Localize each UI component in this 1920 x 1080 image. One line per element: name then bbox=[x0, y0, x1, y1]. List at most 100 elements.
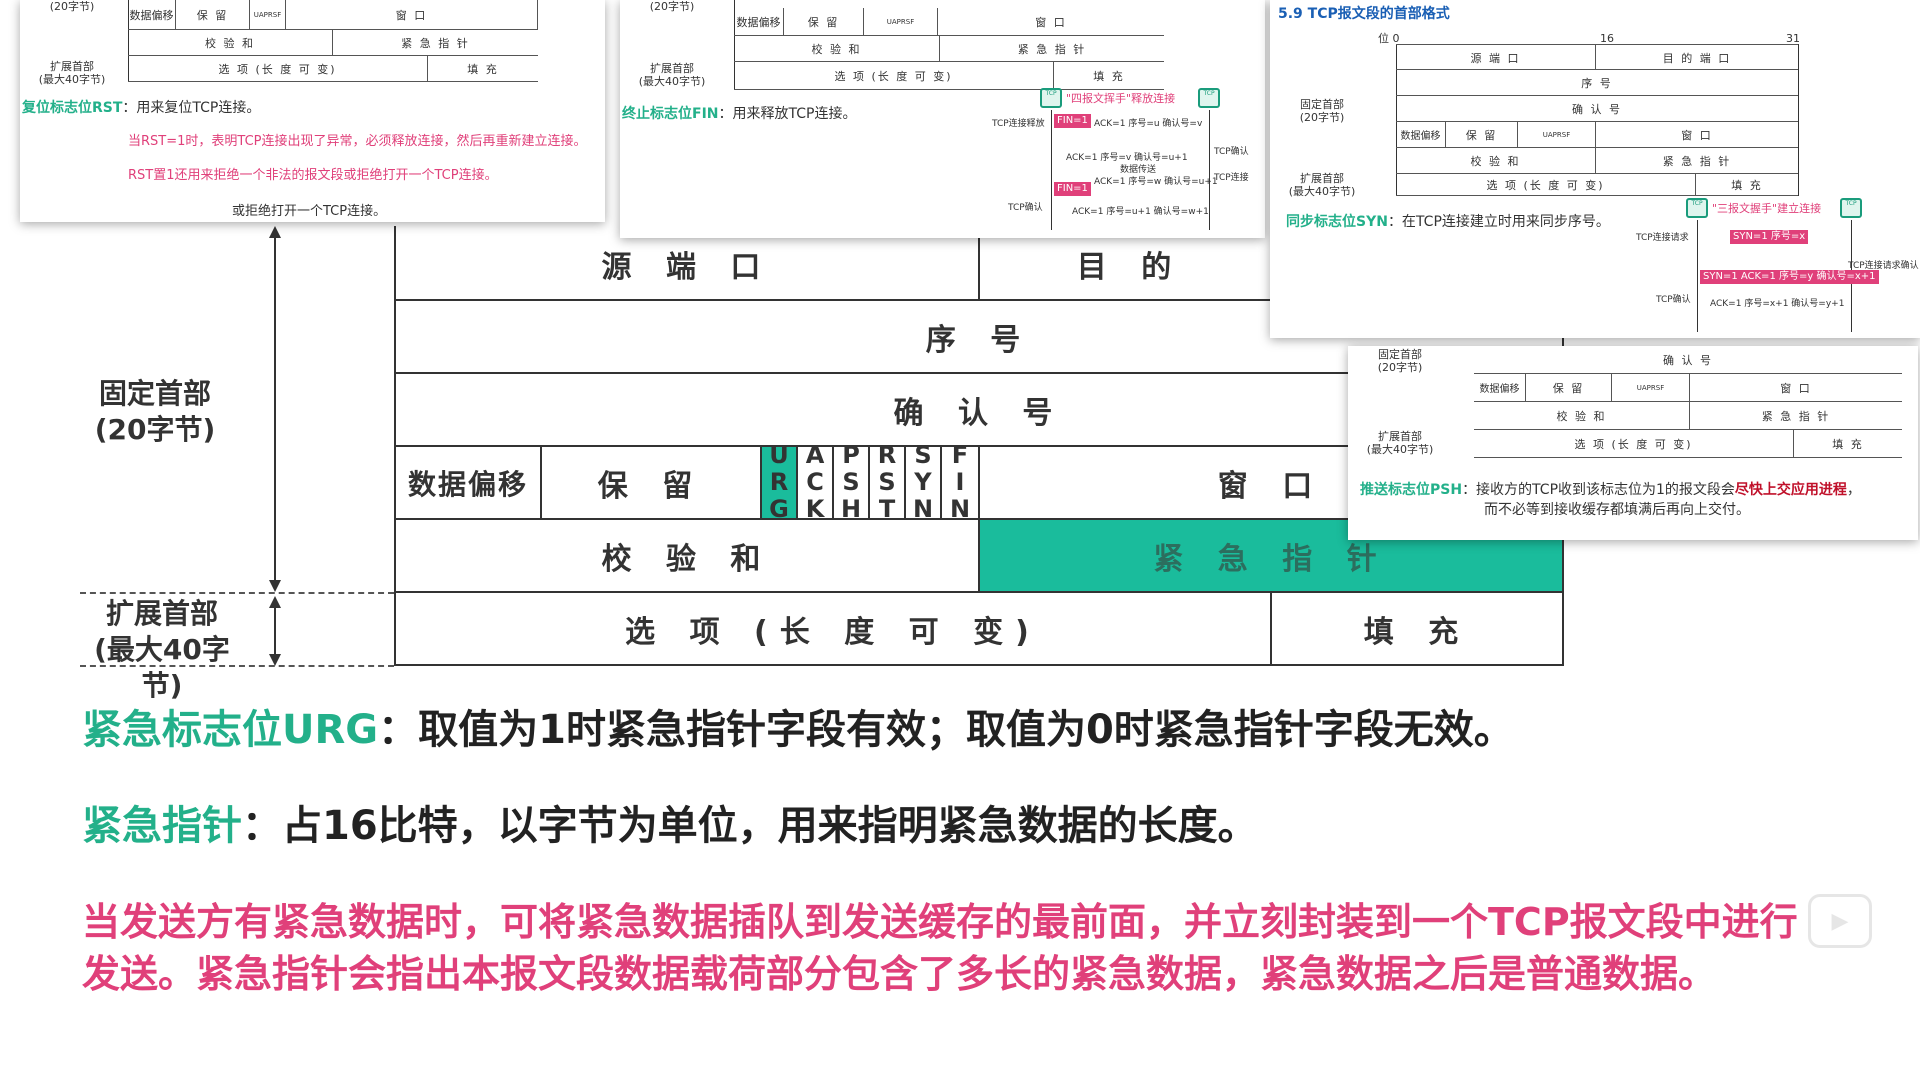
reserved-cell: 保 留 bbox=[597, 468, 705, 504]
syn-padding: 填 充 bbox=[1731, 178, 1763, 192]
flag-letter: P bbox=[842, 441, 860, 469]
rst-options: 选 项 (长 度 可 变) bbox=[128, 56, 428, 81]
fixed-header-label: 固定首部 (20字节) bbox=[80, 376, 230, 448]
row-line-1 bbox=[394, 299, 1564, 301]
rst-urgent: 紧 急 指 针 bbox=[401, 36, 470, 50]
rst-ext-label-size: (最大40字节) bbox=[38, 73, 106, 86]
flag-letter: F bbox=[951, 441, 969, 469]
fin-seq-label-2: TCP确认 bbox=[1214, 147, 1249, 157]
psh-line2: 而不必等到接收缓存都填满后再向上交付。 bbox=[1484, 502, 1750, 518]
thumbnail-rst[interactable]: (20字节) 数据偏移 保 留 UAPRSF 窗 口 校 验 和 紧 急 指 针… bbox=[20, 0, 605, 222]
play-icon[interactable]: ▶ bbox=[1808, 894, 1872, 948]
syn-client-icon: TCP bbox=[1686, 198, 1708, 218]
rst-row-flags: 数据偏移 保 留 UAPRSF 窗 口 bbox=[128, 0, 538, 30]
syn-desc: ：在TCP连接建立时用来同步序号。 bbox=[1387, 214, 1610, 230]
thumbnail-psh[interactable]: 固定首部 (20字节) 确 认 号 数据偏移 保 留 UAPRSF 窗 口 校 … bbox=[1348, 346, 1918, 540]
psh-term: 推送标志位PSH bbox=[1360, 482, 1463, 498]
flag-letter: C bbox=[806, 468, 824, 496]
fin-badge-1: FIN=1 bbox=[1054, 114, 1091, 128]
flag-letter: A bbox=[805, 441, 825, 469]
fin-seq-label-4: TCP确认 bbox=[1008, 203, 1043, 213]
fin-msg-5: ACK=1 序号=u+1 确认号=w+1 bbox=[1072, 207, 1209, 217]
syn-bit-31: 31 bbox=[1786, 32, 1800, 45]
urgent-note-line1: 当发送方有紧急数据时，可将紧急数据插队到发送缓存的最前面，并立刻封装到一个TCP… bbox=[82, 900, 1798, 944]
syn-seq: 序 号 bbox=[1581, 76, 1613, 90]
syn-row-options: 选 项 (长 度 可 变) 填 充 bbox=[1396, 174, 1798, 196]
fin-client-timeline bbox=[1051, 110, 1052, 230]
rst-subtitle: 或拒绝打开一个TCP连接。 bbox=[232, 204, 387, 219]
pointer-term: 紧急指针 bbox=[82, 803, 242, 849]
syn-server-icon: TCP bbox=[1840, 198, 1862, 218]
syn-ext-label-text: 扩展首部 bbox=[1300, 172, 1344, 185]
syn-row-flags: 数据偏移 保 留 UAPRSF 窗 口 bbox=[1396, 122, 1798, 148]
offset-divider bbox=[540, 445, 542, 518]
ext-header-dashed-bottom bbox=[80, 665, 394, 667]
fin-options: 选 项 (长 度 可 变) bbox=[734, 62, 1054, 89]
fin-diagram-title: "四报文挥手"释放连接 bbox=[1066, 92, 1176, 105]
fin-seq-label-1: TCP连接释放 bbox=[992, 119, 1045, 129]
flag-letter: R bbox=[769, 468, 789, 496]
thumbnail-syn[interactable]: 5.9 TCP报文段的首部格式 位 0 16 31 源 端 口 目 的 端 口 … bbox=[1270, 0, 1920, 338]
fin-server-timeline bbox=[1209, 110, 1210, 230]
fin-row-options: 选 项 (长 度 可 变) 填 充 bbox=[734, 62, 1164, 90]
rst-padding: 填 充 bbox=[467, 62, 499, 76]
fin-left-border bbox=[734, 0, 735, 90]
syn-options: 选 项 (长 度 可 变) bbox=[1396, 174, 1696, 195]
syn-fixed-label-text: 固定首部 bbox=[1300, 98, 1344, 111]
window-cell: 窗 口 bbox=[1217, 468, 1325, 504]
fin-msg-3: 数据传送 bbox=[1120, 165, 1157, 175]
urg-desc: ：取值为1时紧急指针字段有效；取值为0时紧急指针字段无效。 bbox=[378, 707, 1514, 753]
rst-row-options: 选 项 (长 度 可 变) 填 充 bbox=[128, 56, 538, 82]
psh-desc-end: ， bbox=[1846, 482, 1861, 498]
psh-row-options: 选 项 (长 度 可 变) 填 充 bbox=[1474, 430, 1902, 458]
syn-term: 同步标志位SYN bbox=[1286, 214, 1388, 230]
fin-ext-label-text: 扩展首部 bbox=[650, 62, 694, 75]
psh-row-ack: 确 认 号 bbox=[1474, 346, 1902, 374]
psh-flags: UAPRSF bbox=[1612, 374, 1690, 401]
thumbnail-fin[interactable]: (20字节) 数据偏移 保 留 UAPRSF 窗 口 校 验 和 紧 急 指 针… bbox=[620, 0, 1265, 238]
fin-window: 窗 口 bbox=[1035, 15, 1067, 29]
syn-diagram-title: "三报文握手"建立连接 bbox=[1712, 202, 1822, 215]
row-line-6 bbox=[394, 664, 1564, 666]
rst-checksum: 校 验 和 bbox=[128, 30, 333, 55]
fin-explanation: 终止标志位FIN：用来释放TCP连接。 bbox=[622, 104, 856, 124]
fin-client-icon: TCP bbox=[1040, 88, 1062, 108]
fin-badge-2: FIN=1 bbox=[1054, 182, 1091, 196]
flag-letter: H bbox=[840, 495, 862, 523]
padding-divider bbox=[1270, 591, 1272, 664]
psh-ext-label: 扩展首部 (最大40字节) bbox=[1350, 430, 1450, 456]
rst-ext-label: 扩展首部 (最大40字节) bbox=[24, 60, 120, 86]
rst-data-offset: 数据偏移 bbox=[128, 0, 176, 29]
fin-msg-4: ACK=1 序号=w 确认号=u+1 bbox=[1094, 177, 1218, 187]
pointer-explanation: 紧急指针：占16比特，以字节为单位，用来指明紧急数据的长度。 bbox=[82, 800, 1258, 852]
syn-row-ack: 确 认 号 bbox=[1396, 96, 1798, 122]
rst-ext-label-text: 扩展首部 bbox=[50, 60, 94, 73]
rst-row-checksum: 校 验 和 紧 急 指 针 bbox=[128, 30, 538, 56]
flag-letter: K bbox=[805, 495, 825, 523]
ext-header-dashed-top bbox=[80, 592, 394, 594]
syn-ack: 确 认 号 bbox=[1572, 102, 1622, 116]
syn-bit-0: 位 0 bbox=[1378, 32, 1400, 45]
pointer-desc: ：占16比特，以字节为单位，用来指明紧急数据的长度。 bbox=[242, 803, 1258, 849]
padding-cell: 填 充 bbox=[1363, 614, 1471, 650]
fin-padding: 填 充 bbox=[1093, 69, 1125, 83]
syn-seq-label-2: TCP连接请求确认 bbox=[1848, 261, 1919, 271]
flag-letter: R bbox=[877, 441, 897, 469]
psh-data-offset: 数据偏移 bbox=[1474, 374, 1526, 401]
syn-ext-label-size: (最大40字节) bbox=[1288, 185, 1356, 198]
psh-row-flags: 数据偏移 保 留 UAPRSF 窗 口 bbox=[1474, 374, 1902, 402]
ext-header-label: 扩展首部 (最大40字节) bbox=[76, 596, 248, 704]
rst-desc: ：用来复位TCP连接。 bbox=[122, 100, 261, 116]
syn-row-seq: 序 号 bbox=[1396, 70, 1798, 96]
syn-dst-port: 目 的 端 口 bbox=[1662, 51, 1732, 65]
syn-fixed-label-size: (20字节) bbox=[1299, 111, 1345, 124]
fin-server-icon: TCP bbox=[1198, 88, 1220, 108]
syn-left-border bbox=[1396, 44, 1397, 196]
rst-line2: RST置1还用来拒绝一个非法的报文段或拒绝打开一个TCP连接。 bbox=[128, 168, 498, 183]
sequence-number-cell: 序 号 bbox=[925, 322, 1033, 358]
flag-letter: Y bbox=[914, 468, 932, 496]
rst-term: 复位标志位RST bbox=[22, 100, 123, 116]
flag-letter: N bbox=[912, 495, 934, 523]
fin-msg-1: ACK=1 序号=u 确认号=v bbox=[1094, 119, 1203, 129]
